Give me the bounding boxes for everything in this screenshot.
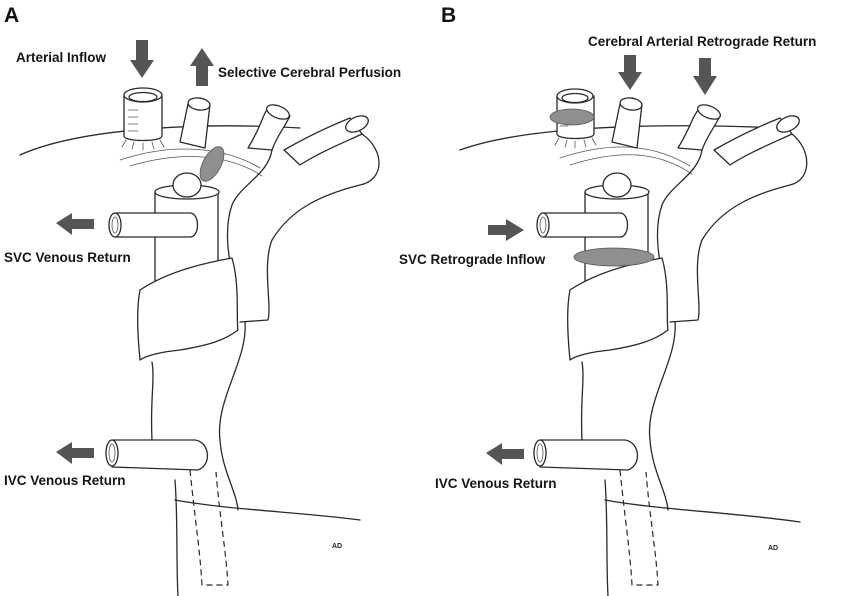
svc-cannula-a <box>108 212 199 238</box>
innominate-branch-b <box>611 103 643 149</box>
right-atrium-a <box>137 257 239 361</box>
label-svc-venous-return: SVC Venous Return <box>4 250 131 265</box>
panel-b: B <box>399 4 816 596</box>
pulmonary-outline-b <box>669 133 808 323</box>
panel-a: A <box>4 4 401 596</box>
label-cerebral-arterial-retrograde-return: Cerebral Arterial Retrograde Return <box>588 34 816 49</box>
arterial-inflow-arrow <box>130 40 154 78</box>
right-atrium-b <box>567 257 669 361</box>
label-selective-cerebral-perfusion: Selective Cerebral Perfusion <box>218 65 401 80</box>
innominate-branch-a <box>179 103 211 149</box>
ivc-cannula-a <box>105 439 229 586</box>
heart-sketch-b: AD <box>459 88 808 596</box>
artist-signature-b: AD <box>768 545 778 552</box>
label-arterial-inflow: Arterial Inflow <box>16 50 107 65</box>
cerebral-retrograde-arrow-2 <box>693 58 717 95</box>
ivc-return-arrow-b <box>486 443 524 465</box>
heart-sketch-a: AD <box>19 87 380 596</box>
artist-signature-a: AD <box>332 543 342 550</box>
selective-perfusion-arrow <box>190 48 214 86</box>
cerebral-retrograde-arrow-1 <box>618 55 642 90</box>
occlusion-cannula-b <box>549 108 595 126</box>
arterial-cannula-a <box>121 87 165 151</box>
label-ivc-venous-return-a: IVC Venous Return <box>4 473 126 488</box>
ivc-cannula-b <box>533 439 659 586</box>
panel-letter-a: A <box>4 4 19 27</box>
svc-retrograde-inflow-arrow <box>488 219 524 241</box>
ivc-return-arrow-a <box>56 442 94 464</box>
label-ivc-venous-return-b: IVC Venous Return <box>435 476 557 491</box>
occlusion-svc-b <box>573 247 655 267</box>
pulmonary-outline-a <box>239 133 380 323</box>
svc-cannula-b <box>536 212 629 238</box>
panel-letter-b: B <box>441 4 456 27</box>
label-svc-retrograde-inflow: SVC Retrograde Inflow <box>399 252 546 267</box>
svc-return-arrow-a <box>56 213 94 235</box>
occlusion-clamp-a <box>199 146 225 182</box>
